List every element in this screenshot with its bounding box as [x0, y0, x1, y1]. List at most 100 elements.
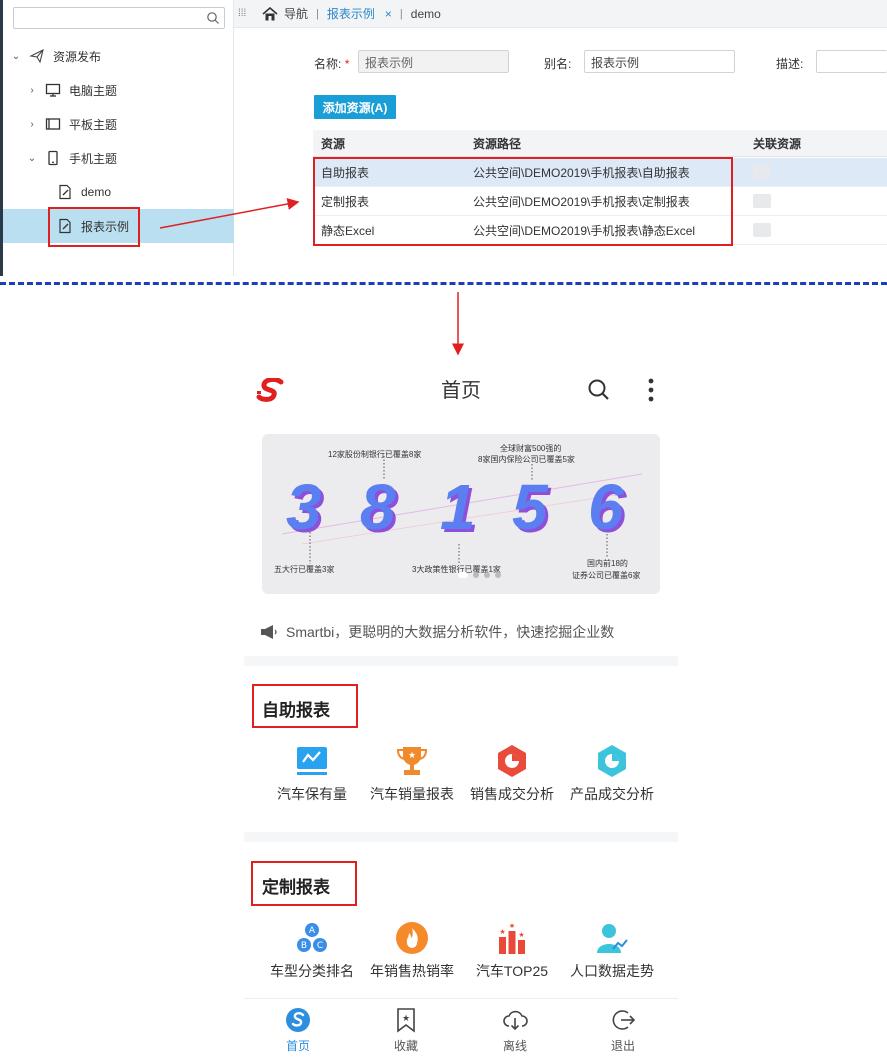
link-resource-icon[interactable]: [753, 165, 771, 179]
carousel-dot[interactable]: [473, 572, 479, 578]
svg-text:★: ★: [518, 931, 524, 939]
linked-resource-cell: [753, 158, 771, 186]
chevron-right-icon[interactable]: ›: [30, 84, 34, 96]
report-item-car-top25[interactable]: ★ ★ ★ 汽车TOP25: [462, 921, 562, 981]
highlight-box-tree-item: [48, 207, 140, 247]
section-title-custom: 定制报表: [262, 878, 330, 897]
carousel-dot-active[interactable]: [458, 572, 468, 578]
search-icon[interactable]: [206, 11, 220, 25]
dashed-separator: [0, 282, 887, 285]
tree-item-label: demo: [81, 185, 112, 199]
alias-input[interactable]: 报表示例: [584, 50, 735, 73]
close-tab-icon[interactable]: ×: [384, 6, 392, 21]
flame-icon: [396, 922, 428, 954]
report-item-car-type-ranking[interactable]: A B C 车型分类排名: [262, 921, 362, 981]
chevron-right-icon[interactable]: ›: [30, 118, 34, 130]
link-resource-icon[interactable]: [753, 194, 771, 208]
svg-text:★: ★: [408, 751, 416, 761]
report-item-label: 汽车保有量: [277, 786, 347, 802]
table-row[interactable]: 自助报表 公共空间\DEMO2019\手机报表\自助报表: [313, 158, 887, 187]
report-item-car-sales[interactable]: ★ 汽车销量报表: [362, 744, 462, 804]
tree-item-label: 报表示例: [81, 219, 130, 234]
carousel-dot[interactable]: [495, 572, 501, 578]
tablet-icon: [45, 118, 61, 130]
menu-grip-icon[interactable]: ⁞⁞⁞: [238, 8, 247, 19]
search-icon[interactable]: [587, 378, 611, 402]
home-icon: [262, 6, 278, 20]
tree-item-label: 平板主题: [69, 117, 118, 132]
svg-text:C: C: [317, 941, 323, 951]
phone-icon: [48, 150, 58, 166]
banner-caption: 12家股份制银行已覆盖8家: [328, 450, 422, 459]
report-item-product-analysis[interactable]: 产品成交分析: [562, 744, 662, 804]
report-item-label: 年销售热销率: [370, 963, 454, 979]
tree-item-resource-publish[interactable]: ⌄ 资源发布: [3, 39, 234, 73]
resource-name: 静态Excel: [321, 223, 375, 238]
add-resource-button[interactable]: 添加资源(A): [314, 95, 396, 119]
tree-item-label: 电脑主题: [69, 83, 118, 98]
section-title-self-service: 自助报表: [262, 701, 330, 720]
mobile-tabbar: 首页 ★ 收藏 离线: [244, 998, 678, 1064]
column-header-path: 资源路径: [473, 136, 522, 151]
tree-item-pc-theme[interactable]: › 电脑主题: [3, 73, 234, 107]
banner-digit: 8: [360, 471, 396, 543]
monitor-chart-icon: [297, 747, 327, 775]
resource-path: 公共空间\DEMO2019\手机报表\自助报表: [473, 165, 690, 180]
tab-label: 离线: [502, 1039, 527, 1053]
tab-demo[interactable]: demo: [410, 6, 441, 21]
user-trend-icon: [597, 924, 628, 953]
report-item-label: 产品成交分析: [570, 786, 654, 802]
tree-search-input[interactable]: [13, 7, 225, 29]
tree-item-phone-theme[interactable]: ⌄ 手机主题: [3, 141, 234, 175]
banner-caption: 证券公司已覆盖6家: [572, 571, 641, 580]
more-vertical-icon[interactable]: [647, 378, 655, 402]
tab-label: 退出: [610, 1039, 635, 1053]
svg-text:★: ★: [509, 922, 515, 930]
notice-bar[interactable]: Smartbi，更聪明的大数据分析软件，快速挖掘企业数: [260, 622, 614, 642]
link-resource-icon[interactable]: [753, 223, 771, 237]
chevron-down-icon[interactable]: ⌄: [11, 50, 21, 62]
cloud-download-icon: [503, 1010, 528, 1031]
name-input[interactable]: 报表示例: [358, 50, 509, 73]
nav-home-label: 导航: [284, 7, 309, 21]
tree-item-label: 手机主题: [69, 151, 118, 166]
tab-exit[interactable]: 退出: [583, 1007, 663, 1054]
report-item-car-ownership[interactable]: 汽车保有量: [262, 744, 362, 804]
tab-report-example[interactable]: 报表示例: [326, 7, 375, 21]
nav-home-tab[interactable]: 导航: [262, 5, 308, 22]
tab-navbar: ⁞⁞⁞ 导航 | 报表示例 × | demo: [234, 0, 887, 28]
tree-item-demo[interactable]: demo: [3, 175, 234, 209]
tab-favorites[interactable]: ★ 收藏: [366, 1007, 446, 1054]
main-content-panel: ⁞⁞⁞ 导航 | 报表示例 × | demo 名称: * 报表示例 别名: 报表…: [234, 0, 887, 276]
mobile-page-title: 首页: [441, 380, 481, 402]
banner-caption: 国内前18的: [587, 559, 628, 568]
report-item-population-trend[interactable]: 人口数据走势: [562, 921, 662, 981]
monitor-icon: [45, 83, 61, 97]
home-logo-icon: [286, 1008, 310, 1032]
banner-digit: 1: [440, 471, 476, 543]
report-item-label: 汽车TOP25: [475, 963, 549, 979]
chevron-down-icon[interactable]: ⌄: [27, 152, 37, 164]
description-input[interactable]: [816, 50, 887, 73]
carousel-dot[interactable]: [484, 572, 490, 578]
pie-hexagon-icon: [498, 745, 526, 777]
banner-caption: 3大政策性银行已覆盖1家: [412, 565, 501, 574]
carousel-dots[interactable]: [458, 572, 501, 578]
resource-path: 公共空间\DEMO2019\手机报表\静态Excel: [473, 223, 696, 238]
linked-resource-cell: [753, 216, 771, 244]
report-item-label: 销售成交分析: [470, 786, 554, 802]
tab-separator: |: [316, 7, 319, 20]
report-item-hot-sales[interactable]: 年销售热销率: [362, 921, 462, 981]
tab-offline[interactable]: 离线: [475, 1007, 555, 1054]
carousel-banner[interactable]: 3 8 1 5 6 12家股份制银行已覆盖8家 全球财富500强的 8家国内保险…: [262, 434, 660, 594]
report-item-label: 人口数据走势: [570, 963, 654, 979]
paper-plane-icon: [29, 48, 44, 64]
tab-label: 首页: [285, 1039, 310, 1053]
table-row[interactable]: 定制报表 公共空间\DEMO2019\手机报表\定制报表: [313, 187, 887, 216]
highlight-box-custom: [251, 861, 357, 906]
report-item-sales-analysis[interactable]: 销售成交分析: [462, 744, 562, 804]
tab-home[interactable]: 首页: [258, 1007, 338, 1054]
tab-label: 收藏: [393, 1039, 418, 1053]
tree-item-tablet-theme[interactable]: › 平板主题: [3, 107, 234, 141]
